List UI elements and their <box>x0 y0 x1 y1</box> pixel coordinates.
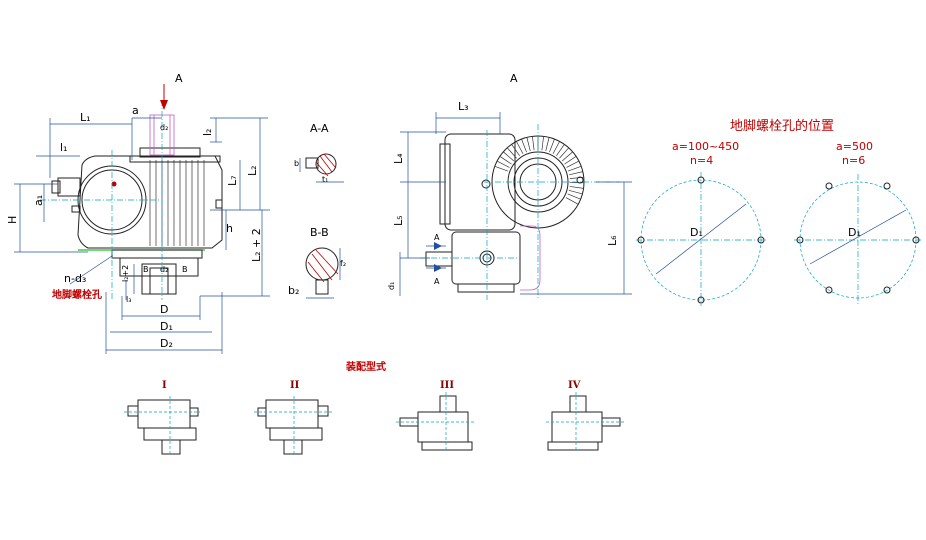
housing-fin <box>496 160 510 168</box>
side-view-labels: A L₁ l₁ a d₂ l₂ L₇ L₂ h H a₁ L₂ + 2 l₂+2… <box>6 72 263 350</box>
dim-l2: l₂ <box>201 129 214 136</box>
section-b-b: B-B f₂ b₂ <box>288 226 346 299</box>
housing-fin <box>494 165 509 172</box>
housing-fin <box>549 138 555 153</box>
housing-fin <box>567 165 582 172</box>
dim-b-right: B <box>182 265 188 274</box>
housing-fin <box>567 193 581 200</box>
bolt-layout-right-d1: D₁ <box>848 226 861 239</box>
housing-fin <box>499 155 512 165</box>
dim-l1-small: l₁ <box>60 141 67 154</box>
bolt-hole-layout: 地脚螺栓孔的位置 a=100~450 n=4 a=500 n=6 D₁ D₁ <box>636 118 922 306</box>
dim-L3: L₃ <box>458 100 469 113</box>
dim-f2: f₂ <box>340 259 346 268</box>
dim-L6: L₆ <box>606 235 619 246</box>
housing-fin <box>541 136 544 151</box>
dim-D2: D₂ <box>160 337 173 350</box>
housing-fin <box>559 147 570 159</box>
side-view-dimensions <box>14 117 270 354</box>
housing-fin <box>503 151 515 162</box>
dim-l3: l₃ <box>126 295 131 304</box>
housing-fin <box>516 141 524 154</box>
housing-fin <box>564 155 577 165</box>
assembly-type-2 <box>254 396 332 456</box>
dim-b-left: B <box>143 265 149 274</box>
section-aa-title: A-A <box>310 122 329 135</box>
section-bb-title: B-B <box>310 226 329 239</box>
side-view <box>40 84 223 300</box>
dim-l2-plus-2: l₂+2 <box>121 265 130 282</box>
dim-d2-base: d₂ <box>160 265 168 274</box>
assembly-types: 装配型式 I II III IV <box>124 360 624 456</box>
assembly-type-4-label: IV <box>568 380 581 391</box>
front-view-dimensions <box>399 112 632 296</box>
dim-D: D <box>160 303 168 316</box>
housing-fin <box>511 144 520 156</box>
housing-fin <box>532 136 535 151</box>
dim-d2: d₂ <box>160 123 168 132</box>
dim-L2-plus-2: L₂ + 2 <box>250 228 263 262</box>
bolt-layout-right-n: n=6 <box>842 154 865 167</box>
housing-fin <box>552 141 560 154</box>
dim-b: b <box>294 159 299 168</box>
dim-a1: a₁ <box>32 195 45 206</box>
section-a-a: A-A b t₁ <box>294 122 344 184</box>
dim-b2: b₂ <box>288 284 299 297</box>
bolt-layout-left-n: n=4 <box>690 154 713 167</box>
assembly-title: 装配型式 <box>345 360 386 373</box>
dim-L2: L₂ <box>246 165 259 176</box>
housing-fin <box>526 137 531 152</box>
anchor-hole-label: 地脚螺栓孔 <box>52 288 102 301</box>
assembly-type-3-label: III <box>440 380 454 391</box>
dim-n-d3: n-d₃ <box>64 272 86 285</box>
section-mark-a-top: A <box>434 233 440 242</box>
housing-fin <box>568 189 583 195</box>
bolt-layout-right-a: a=500 <box>836 140 873 153</box>
dim-L4: L₄ <box>392 153 405 164</box>
dim-a: a <box>132 104 139 117</box>
dim-L5: L₅ <box>392 215 405 226</box>
housing-fin <box>506 147 517 159</box>
housing-fin <box>569 186 584 189</box>
front-view-labels: L₃ L₄ L₅ L₆ d₁ A A <box>387 100 619 290</box>
housing-fin <box>521 138 527 153</box>
bolt-layout-left-d1: D₁ <box>690 226 703 239</box>
housing-fin <box>561 151 573 162</box>
front-view: A <box>420 72 620 300</box>
assembly-type-4 <box>546 392 624 452</box>
dim-D1: D₁ <box>160 320 173 333</box>
view-a-title: A <box>510 72 518 85</box>
assembly-type-2-label: II <box>290 380 300 391</box>
assembly-type-1-label: I <box>162 380 167 391</box>
dim-t1: t₁ <box>322 175 328 184</box>
housing-fin <box>545 137 550 152</box>
bolt-layout-title: 地脚螺栓孔的位置 <box>730 118 834 134</box>
assembly-type-1 <box>124 396 200 456</box>
dim-H: H <box>6 216 19 224</box>
housing-fin <box>565 197 579 205</box>
housing-fin <box>556 144 565 156</box>
dim-l1: L₁ <box>80 111 91 124</box>
housing-fin <box>566 160 580 168</box>
bolt-layout-left-a: a=100~450 <box>672 140 739 153</box>
assembly-type-3 <box>396 392 474 452</box>
housing-fin <box>569 171 583 176</box>
section-mark-a-bottom: A <box>434 277 440 286</box>
dim-h: h <box>226 222 233 235</box>
view-arrow-a-label: A <box>175 72 183 85</box>
dim-L7: L₇ <box>226 175 239 186</box>
dim-d1: d₁ <box>387 282 396 290</box>
